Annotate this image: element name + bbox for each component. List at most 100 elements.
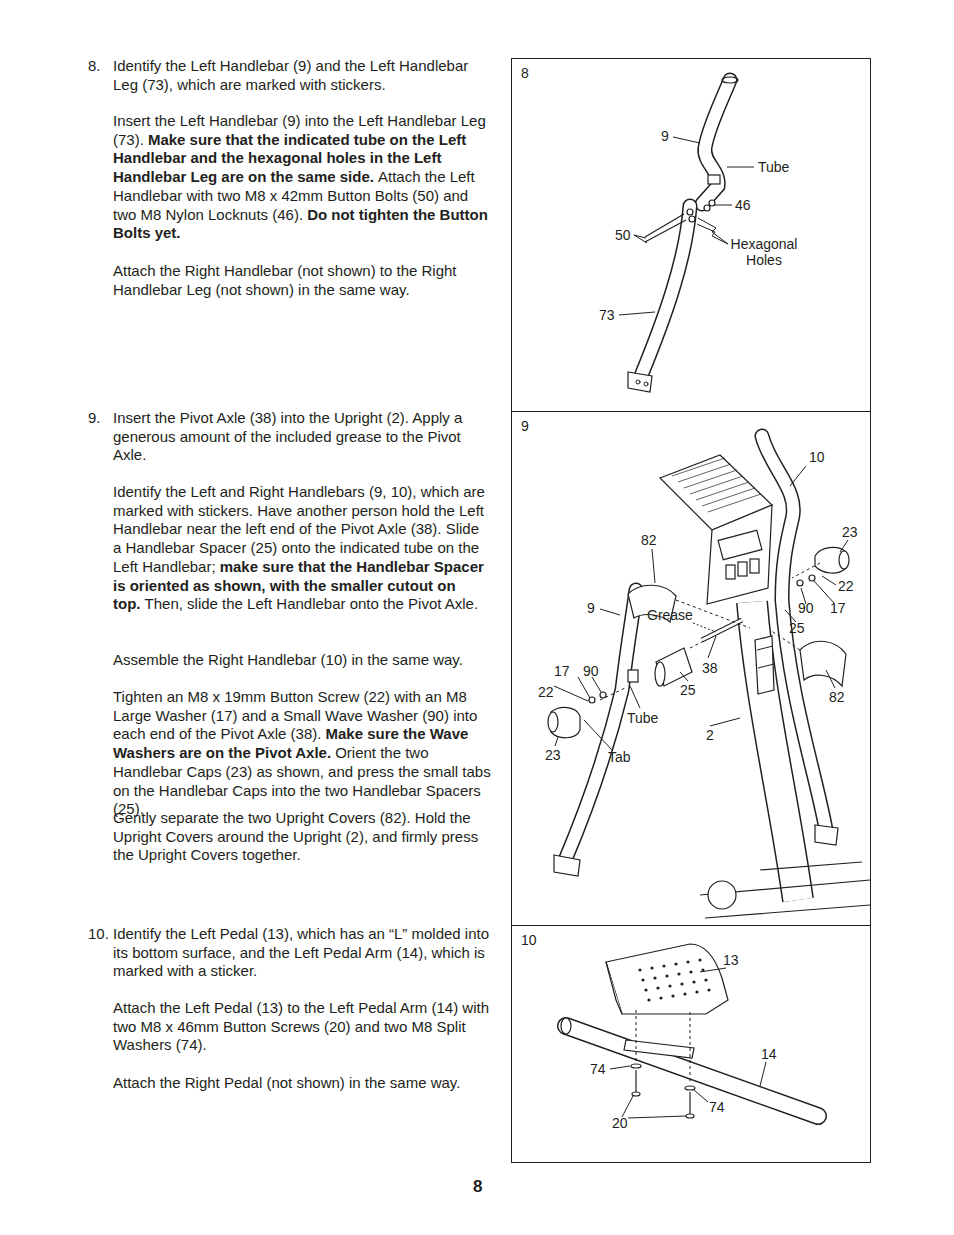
hardware-drawing (689, 216, 695, 222)
pedal-drawing (692, 980, 695, 983)
instruction-text: Gently separate the two Upright Covers (… (113, 809, 478, 863)
instruction-text: Insert the Pivot Axle (38) into the Upri… (113, 409, 462, 463)
hardware-drawing (687, 209, 693, 215)
handlebar-drawing (762, 436, 826, 830)
leader-line (690, 641, 704, 648)
pedal-drawing (647, 998, 650, 1001)
pedal-drawing (683, 992, 686, 995)
instruction-paragraph: Identify the Left and Right Handlebars (… (113, 483, 491, 614)
console-drawing (708, 494, 761, 512)
callout-label: 90 (798, 600, 814, 616)
pedal-drawing (707, 988, 710, 991)
pedal-drawing (698, 958, 701, 961)
leader-line (693, 623, 716, 632)
figure-panel: 10 (511, 925, 871, 1163)
leader-line (714, 205, 732, 206)
leader-line (622, 1096, 633, 1117)
step-number: 8. (88, 57, 101, 76)
parts-drawing (809, 575, 815, 581)
leader-line (554, 686, 588, 701)
instruction-paragraph: Insert the Pivot Axle (38) into the Upri… (113, 409, 491, 465)
step-number: 9 (521, 418, 529, 434)
leader-line (634, 235, 647, 243)
callout-label: 82 (641, 532, 657, 548)
pedal-drawing (650, 966, 653, 969)
upright-drawing (708, 881, 736, 909)
handlebar-drawing (762, 436, 826, 830)
instruction-paragraph: Identify the Left Pedal (13), which has … (113, 925, 491, 981)
leader-line (619, 312, 655, 315)
callout-label: 17 (554, 663, 570, 679)
leader-line (652, 549, 655, 583)
callout-label: Tube (627, 710, 658, 726)
instruction-paragraph: Attach the Left Pedal (13) to the Left P… (113, 999, 491, 1055)
handlebar-drawing (628, 77, 738, 392)
instruction-paragraph: Identify the Left Handlebar (9) and the … (113, 57, 491, 94)
pedal-drawing (662, 964, 665, 967)
callout-label: 38 (702, 660, 718, 676)
pedal-drawing (686, 960, 689, 963)
callout-label: 17 (830, 600, 846, 616)
leader-line (814, 581, 834, 603)
handlebar-drawing (628, 372, 652, 392)
pedal-drawing (644, 988, 647, 991)
callout-label: Tab (608, 749, 631, 765)
console-drawing (678, 464, 731, 482)
pedal-drawing (638, 968, 641, 971)
leader-line (826, 670, 835, 688)
callout-label: 25 (680, 682, 696, 698)
parts-drawing (800, 641, 846, 686)
leader-line (619, 137, 754, 315)
leader-line (710, 718, 740, 726)
hardware-drawing (689, 1092, 690, 1114)
instruction-paragraph: Assemble the Right Handlebar (10) in the… (113, 651, 491, 670)
instruction-text: Assemble the Right Handlebar (10) in the… (113, 651, 463, 668)
pedal-drawing (665, 974, 668, 977)
parts-drawing (702, 620, 742, 640)
callout-label: 73 (599, 307, 615, 323)
pedal-arm-drawing (624, 1040, 694, 1058)
console-drawing (684, 470, 737, 488)
instruction-paragraph: Tighten an M8 x 19mm Button Screw (22) w… (113, 688, 491, 819)
console-drawing (750, 559, 759, 573)
callout-label: 13 (723, 952, 739, 968)
pedal-drawing (606, 962, 622, 1014)
parts-drawing (656, 648, 692, 686)
upright-drawing (757, 646, 774, 668)
instruction-paragraph: Attach the Right Handlebar (not shown) t… (113, 262, 491, 299)
hardware-drawing (645, 214, 684, 237)
callout-label: Hexagonal Holes (720, 236, 808, 268)
leader-line (673, 137, 700, 143)
pedal-drawing (653, 976, 656, 979)
leader-line (592, 677, 601, 692)
pedal-drawing (656, 986, 659, 989)
instruction-paragraph: Insert the Left Handlebar (9) into the L… (113, 112, 491, 243)
step-number: 10. (88, 925, 109, 944)
leader-line (555, 737, 558, 746)
callout-label: 22 (838, 578, 854, 594)
callout-label: 74 (709, 1099, 725, 1115)
instruction-text: Attach the Right Pedal (not shown) in th… (113, 1074, 460, 1091)
handlebar-drawing (554, 855, 580, 876)
pedal-drawing (689, 970, 692, 973)
console-drawing (672, 458, 725, 476)
pedal-drawing (668, 984, 671, 987)
leader-line (700, 968, 726, 972)
console-drawing (707, 505, 772, 604)
callout-label: 22 (538, 684, 554, 700)
pedal-drawing (674, 962, 677, 965)
instruction-text: Attach the Left Pedal (13) to the Left P… (113, 999, 489, 1053)
callout-label: Grease (647, 607, 693, 623)
figure-panel: 8 (511, 58, 871, 412)
leader-line (822, 576, 836, 585)
handlebar-drawing (641, 206, 690, 376)
parts-drawing (548, 712, 558, 732)
page-number: 8 (473, 1177, 482, 1197)
step-number: 10 (521, 932, 537, 948)
callout-label: 25 (789, 620, 805, 636)
leader-line (680, 672, 688, 681)
handlebar-drawing (636, 380, 640, 384)
hardware-drawing (686, 1114, 694, 1118)
callout-label: 23 (545, 747, 561, 763)
